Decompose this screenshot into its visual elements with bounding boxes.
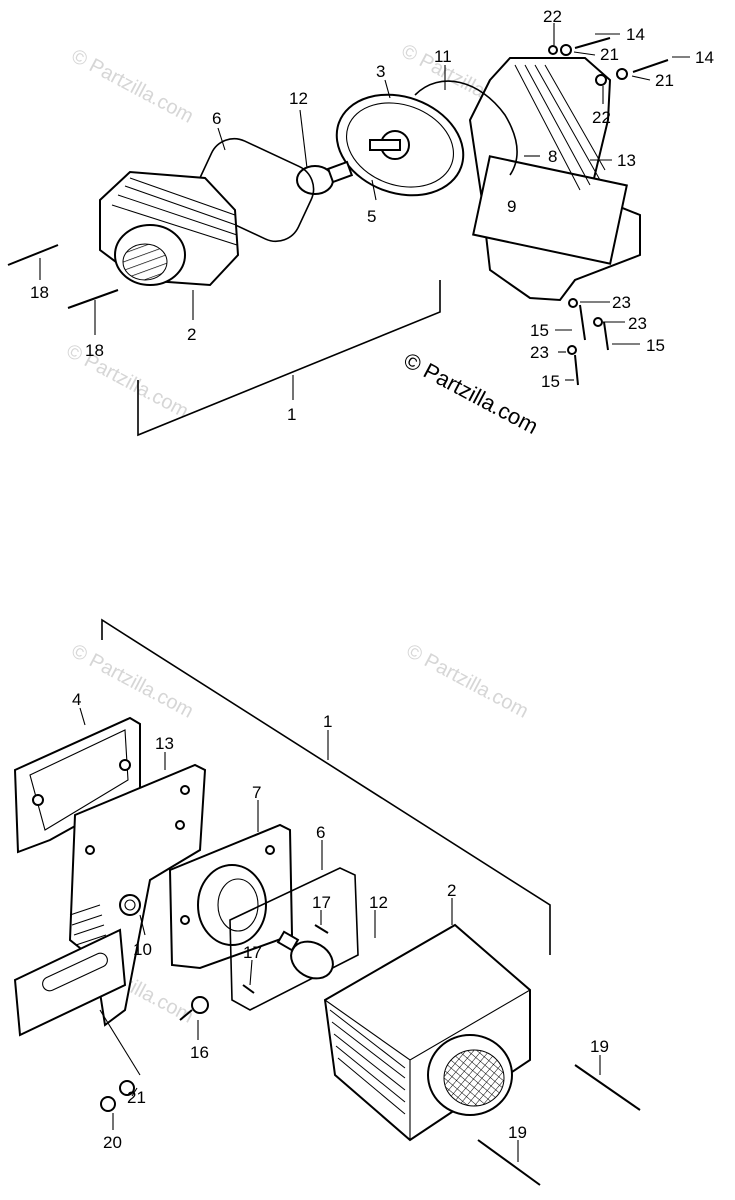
copyright-text: © Partzilla.com — [400, 347, 543, 439]
bolt-16 — [191, 996, 209, 1014]
bolt-10 — [119, 894, 141, 916]
watermark-text: © Partzilla.com — [68, 640, 197, 723]
screw-19 — [574, 1064, 641, 1111]
bulb-12 — [296, 165, 334, 195]
callout-label: 21 — [127, 1088, 146, 1107]
callout-label: 23 — [628, 314, 647, 333]
callout-label: 7 — [252, 783, 261, 802]
callout-label: 23 — [530, 343, 549, 362]
callout-label: 15 — [530, 321, 549, 340]
callout-label: 5 — [367, 207, 376, 226]
watermark-text: © Partzilla.com — [68, 45, 197, 128]
callout-label: 14 — [626, 25, 645, 44]
callout-label: 19 — [508, 1123, 527, 1142]
callout-label: 17 — [312, 893, 331, 912]
callout-label: 23 — [612, 293, 631, 312]
callout-label: 18 — [85, 341, 104, 360]
upper-assembly: 22 14 21 14 21 22 11 3 12 6 8 13 9 5 18 … — [7, 7, 714, 437]
callout-label: 19 — [590, 1037, 609, 1056]
washer-23 — [567, 345, 577, 355]
callout-label: 4 — [72, 690, 81, 709]
callout-label: 12 — [289, 89, 308, 108]
callout-label: 3 — [376, 62, 385, 81]
gasket-6 — [229, 867, 359, 1011]
washer-21 — [119, 1080, 135, 1096]
callout-label: 15 — [541, 372, 560, 391]
callout-label: 22 — [592, 108, 611, 127]
callout-label: 18 — [30, 283, 49, 302]
bolt-15 — [603, 321, 609, 351]
callout-label: 6 — [316, 823, 325, 842]
callout-label: 12 — [369, 893, 388, 912]
callout-label: 21 — [655, 71, 674, 90]
screw-17 — [242, 984, 255, 994]
bolt-15 — [579, 304, 586, 341]
bolt-15 — [574, 354, 579, 386]
callout-label: 10 — [133, 940, 152, 959]
lower-assembly: 4 13 7 1 6 17 12 2 10 17 16 19 19 21 20 — [13, 618, 641, 1186]
callout-label: 2 — [187, 325, 196, 344]
washer-21 — [560, 44, 572, 56]
screw-17 — [314, 924, 329, 934]
callout-label: 8 — [548, 147, 557, 166]
callout-label: 14 — [695, 48, 714, 67]
callout-label: 15 — [646, 336, 665, 355]
callout-label: 13 — [155, 734, 174, 753]
callout-label: 13 — [617, 151, 636, 170]
assembly-bracket-1 — [137, 280, 441, 437]
nut-22 — [548, 45, 558, 55]
callout-label: 21 — [600, 45, 619, 64]
socket-plate-7 — [168, 823, 294, 970]
screw-18 — [7, 244, 59, 266]
callout-label: 17 — [243, 943, 262, 962]
callout-label: 22 — [543, 7, 562, 26]
lens-2 — [99, 170, 240, 287]
washer-23 — [593, 317, 603, 327]
washer-23 — [568, 298, 578, 308]
assembly-bracket-1 — [101, 618, 551, 955]
callout-label: 11 — [434, 47, 452, 66]
nut-22 — [595, 74, 607, 86]
callout-label: 20 — [103, 1133, 122, 1152]
cable-11 — [414, 80, 518, 176]
bolt-14 — [574, 37, 611, 49]
callout-label: 16 — [190, 1043, 209, 1062]
nut-20 — [100, 1096, 116, 1112]
bracket-plate-9 — [472, 155, 628, 265]
watermark-text: © Partzilla.com — [403, 640, 532, 723]
callout-label: 2 — [447, 881, 456, 900]
callout-label: 6 — [212, 109, 221, 128]
bolt-14 — [632, 59, 669, 73]
callout-label: 1 — [287, 405, 296, 424]
washer-21 — [616, 68, 628, 80]
gasket-6 — [195, 137, 315, 243]
screw-18 — [67, 289, 119, 309]
screw-19 — [477, 1139, 541, 1186]
lens-2 — [323, 923, 531, 1142]
watermark-text: © Partzilla.com — [63, 340, 192, 423]
callout-label: 9 — [507, 197, 516, 216]
callout-label: 1 — [323, 712, 332, 731]
